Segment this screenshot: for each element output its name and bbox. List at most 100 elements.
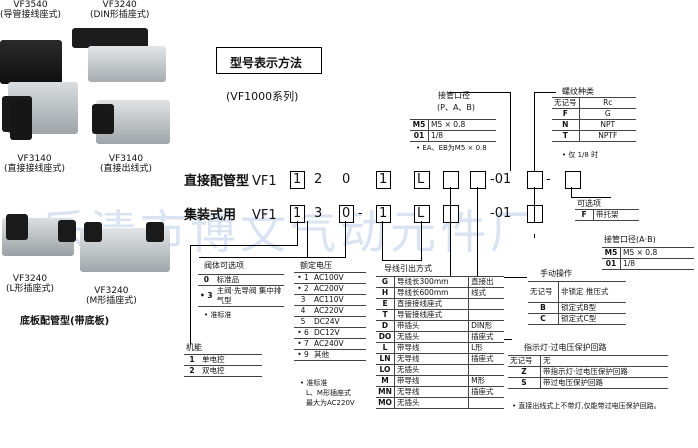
row2-prefix: VF1: [252, 208, 277, 223]
row1-label: 直接配管型: [184, 174, 250, 189]
valve-option-title: 阀体可选项: [204, 261, 244, 270]
table-row: 无记号非锁定 推压式: [528, 281, 626, 303]
code-digit: 1: [293, 206, 302, 221]
base-type-title: 底板配管型(带底板): [20, 316, 110, 327]
product-caption: VF3140(直接接线座式): [4, 154, 66, 175]
option-title: 可选项: [577, 199, 601, 208]
port-size2-title: 接管口径(A·B): [604, 235, 656, 244]
code-box: [290, 171, 305, 189]
table-row: 无记号无: [508, 355, 668, 367]
function-title: 机能: [186, 343, 202, 352]
port-size-note: • EA、EB为M5 × 0.8: [416, 144, 487, 152]
code-digit: 0: [342, 172, 351, 187]
product-caption: VF3140(直接出线式): [100, 154, 153, 175]
indicator-note: • 直接出线式上不带灯,仅能带过电压保护回路。: [512, 402, 661, 410]
code-digit: -01: [490, 206, 512, 221]
port-size-title: 接管口径: [438, 91, 470, 100]
code-box: [376, 171, 391, 189]
valve-image: [146, 222, 164, 242]
thread-note: • 仅 1/8 时: [562, 151, 599, 159]
code-digit: 1: [379, 172, 388, 187]
manual-title: 手动操作: [540, 269, 572, 278]
code-digit: -01: [490, 172, 512, 187]
product-caption: VF3540(导管接线座式): [0, 0, 62, 21]
valve-image: [88, 46, 166, 82]
row2-label: 集装式用: [184, 208, 237, 223]
code-digit: L: [417, 206, 425, 221]
series-label: (VF1000系列): [226, 90, 299, 103]
dash: -: [358, 206, 363, 221]
valve-image: [0, 40, 62, 84]
code-box: [339, 205, 354, 223]
port-size-sub: (P、A、B): [437, 103, 476, 112]
code-digit: 1: [379, 206, 388, 221]
indicator-title: 指示灯·过电压保护回路: [524, 343, 607, 352]
wiring-title: 导线引出方式: [384, 264, 432, 273]
code-digit: 3: [314, 206, 323, 221]
code-digit: 1: [293, 172, 302, 187]
code-box: [414, 171, 430, 189]
product-caption: VF3240(M形插座式): [86, 286, 137, 307]
code-digit: 0: [342, 206, 351, 221]
valve-image: [92, 104, 114, 134]
code-box: [470, 171, 486, 189]
valve-image: [10, 100, 32, 140]
code-box: [527, 171, 543, 189]
voltage-note: • 准标准 L、M形插座式 最大为AC220V: [300, 379, 355, 407]
code-box: [527, 205, 543, 223]
valve-option-note: • 准标准: [204, 311, 232, 319]
code-box: [443, 205, 459, 223]
code-box: [414, 205, 430, 223]
thread-title: 螺纹种类: [562, 87, 594, 96]
product-caption: VF3240(DIN形插座式): [90, 0, 150, 21]
product-caption: VF3240(L形插座式): [6, 274, 55, 295]
page-title: 型号表示方法: [230, 56, 303, 70]
code-box: [376, 205, 391, 223]
code-box: [565, 171, 581, 189]
heading-box: [216, 47, 322, 74]
valve-image: [6, 214, 28, 240]
